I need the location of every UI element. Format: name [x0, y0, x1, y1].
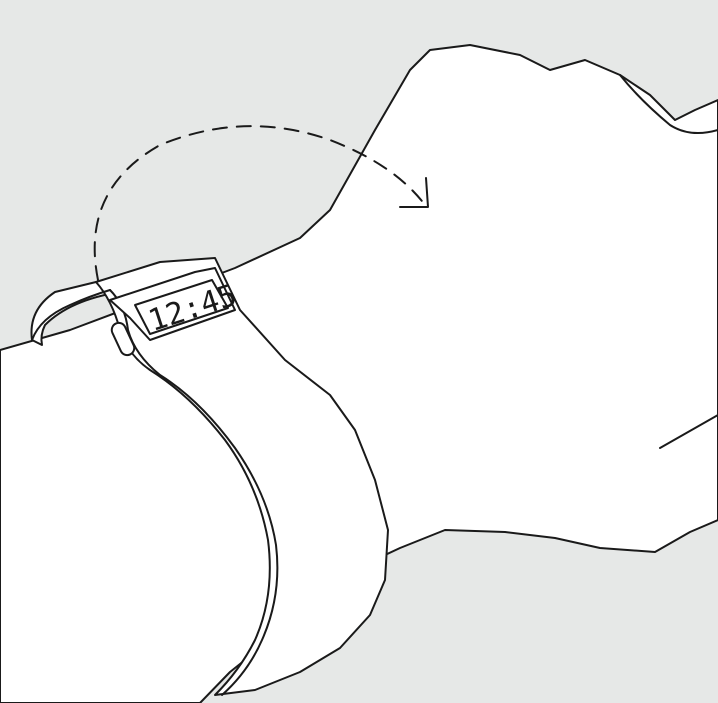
illustration-canvas: 12:45 — [0, 0, 718, 703]
wristband-illustration: 12:45 — [0, 0, 718, 703]
